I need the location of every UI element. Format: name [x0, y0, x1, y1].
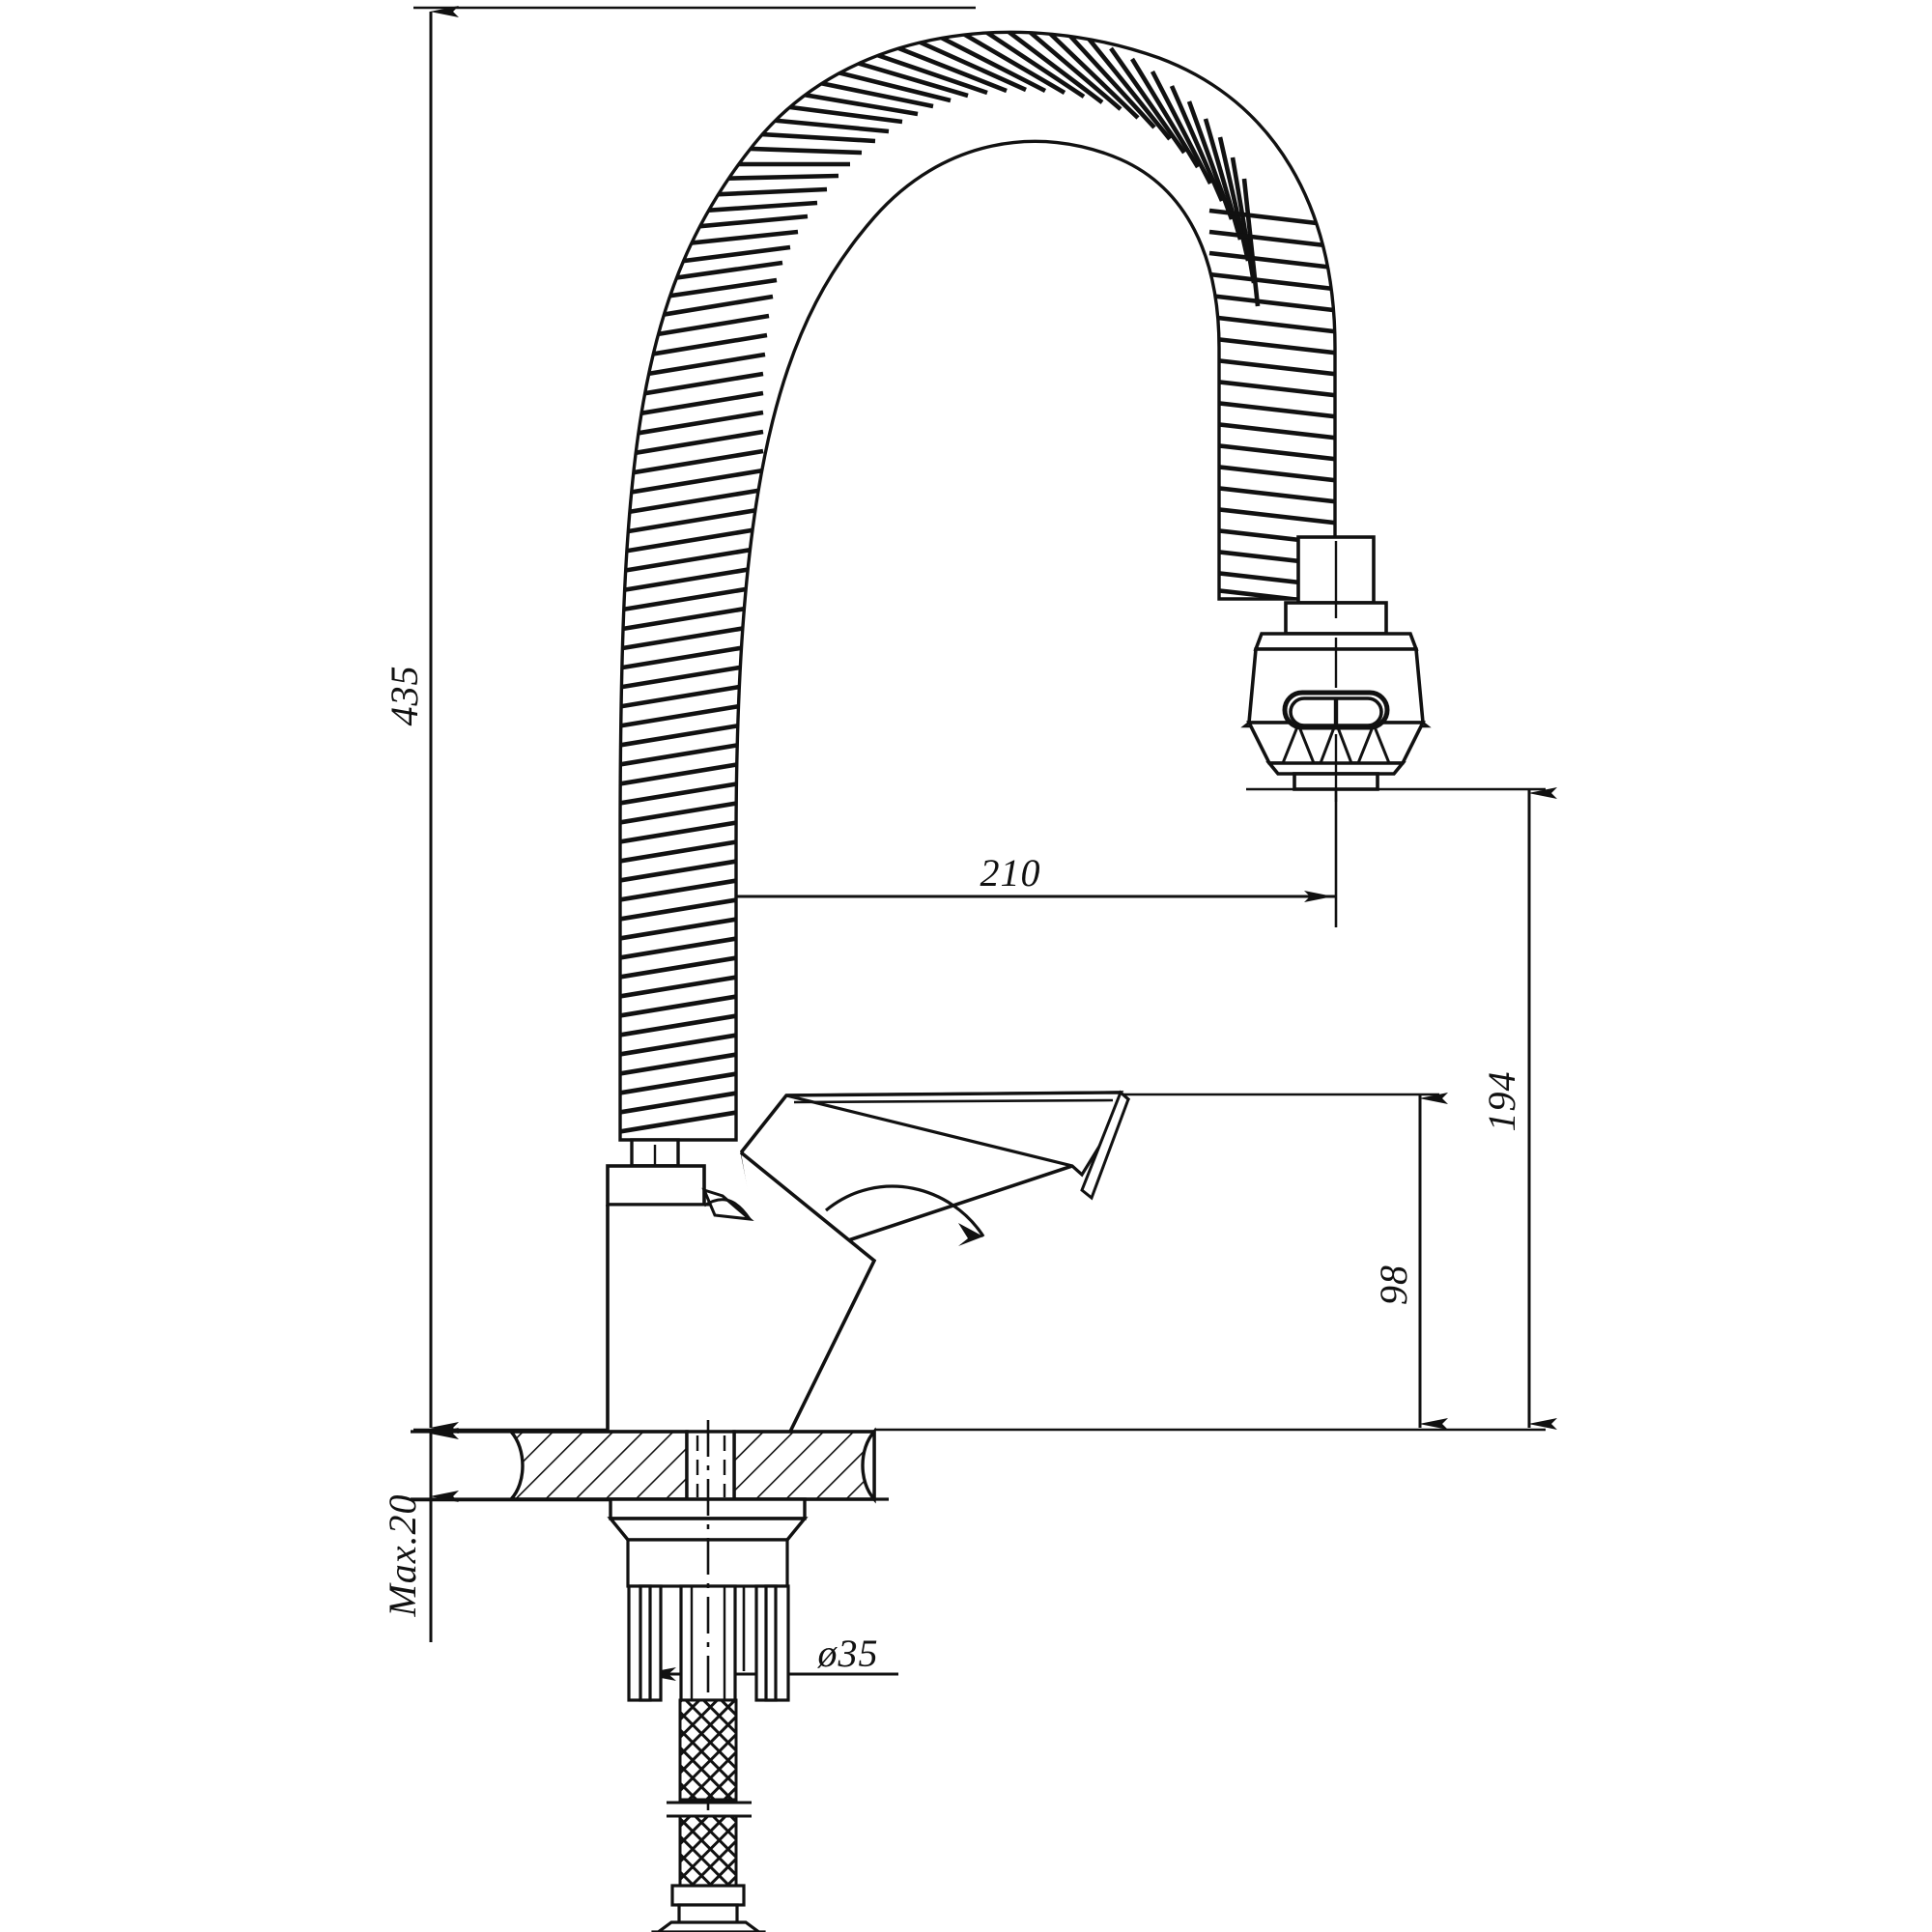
- body-top-collar: [606, 1164, 706, 1207]
- handle-rotation-arrow: [958, 1223, 983, 1246]
- worktop-left-hatched: [507, 1430, 689, 1501]
- handle-pivot-curve: [703, 1198, 752, 1220]
- handle-tip: [1080, 1090, 1130, 1201]
- shank-leg-left-inner: [639, 1584, 652, 1702]
- handle-stem: [739, 1151, 877, 1433]
- hex-nut-top-chamfer: [651, 1920, 766, 1932]
- shank-leg-right-inner: [764, 1584, 778, 1702]
- worktop-section: [411, 1427, 889, 1504]
- gooseneck-outline: [618, 30, 1337, 1142]
- body-fill: [608, 1205, 720, 1432]
- dimension-label-98: 98: [1372, 1264, 1415, 1305]
- hose-connector: [670, 1884, 746, 1932]
- dimension-max-deck-thickness: Max.20: [381, 1428, 459, 1642]
- hex-nut: [651, 1920, 766, 1932]
- mounting-bore: [685, 1430, 736, 1501]
- spray-head: [1240, 535, 1432, 802]
- braided-hose: [667, 1698, 752, 1888]
- dimension-label-210: 210: [980, 851, 1041, 895]
- handle-inner-line: [793, 1098, 1114, 1104]
- handle-rotation-arc: [824, 1184, 985, 1237]
- lever-handle[interactable]: [701, 1074, 1131, 1433]
- dimension-label-d35: ø35: [817, 1632, 879, 1675]
- dimension-label-194: 194: [1480, 1071, 1523, 1132]
- spray-head-selector[interactable]: [1282, 633, 1390, 730]
- dimension-outlet-height: 194: [1480, 787, 1557, 1430]
- braided-hose-upper: [678, 1698, 738, 1802]
- connector-collar-top: [670, 1884, 746, 1907]
- dimension-label-435: 435: [383, 666, 426, 726]
- dimension-label-max20: Max.20: [381, 1493, 424, 1617]
- mounting-shank: [626, 1420, 790, 1922]
- dimension-overall-height: 435: [383, 6, 459, 1434]
- worktop-right-hatched: [732, 1430, 876, 1501]
- body-cylinder: [606, 1164, 734, 1432]
- dimension-handle-height: 98: [1372, 1093, 1448, 1430]
- braided-hose-lower: [678, 1814, 738, 1888]
